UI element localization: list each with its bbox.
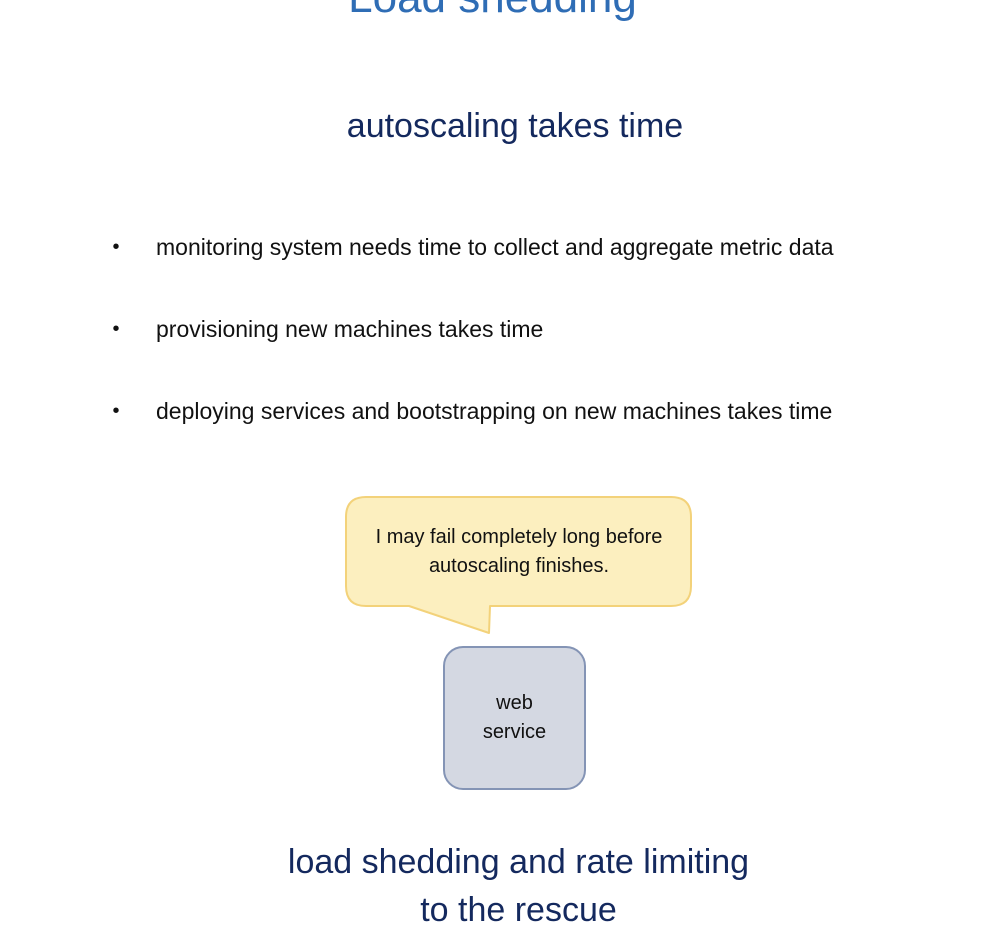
web-service-box: web service [443,646,586,790]
bullet-marker: • [112,318,120,340]
bullet-marker: • [112,236,120,258]
bullet-text: deploying services and bootstrapping on … [156,398,833,424]
slide-subtitle: autoscaling takes time [346,107,684,145]
bullet-text: monitoring system needs time to collect … [156,234,834,260]
bullet-text: provisioning new machines takes time [156,316,544,342]
conclusion-line-2: to the rescue [420,891,617,929]
speech-bubble-text: I may fail completely long before autosc… [375,526,663,577]
slide-title: Load shedding [0,0,985,24]
conclusion-line-1: load shedding and rate limiting [287,843,750,881]
conclusion-text: load shedding and rate limiting to the r… [0,838,985,934]
bullet-marker: • [112,400,120,422]
web-service-label: web service [482,692,547,743]
